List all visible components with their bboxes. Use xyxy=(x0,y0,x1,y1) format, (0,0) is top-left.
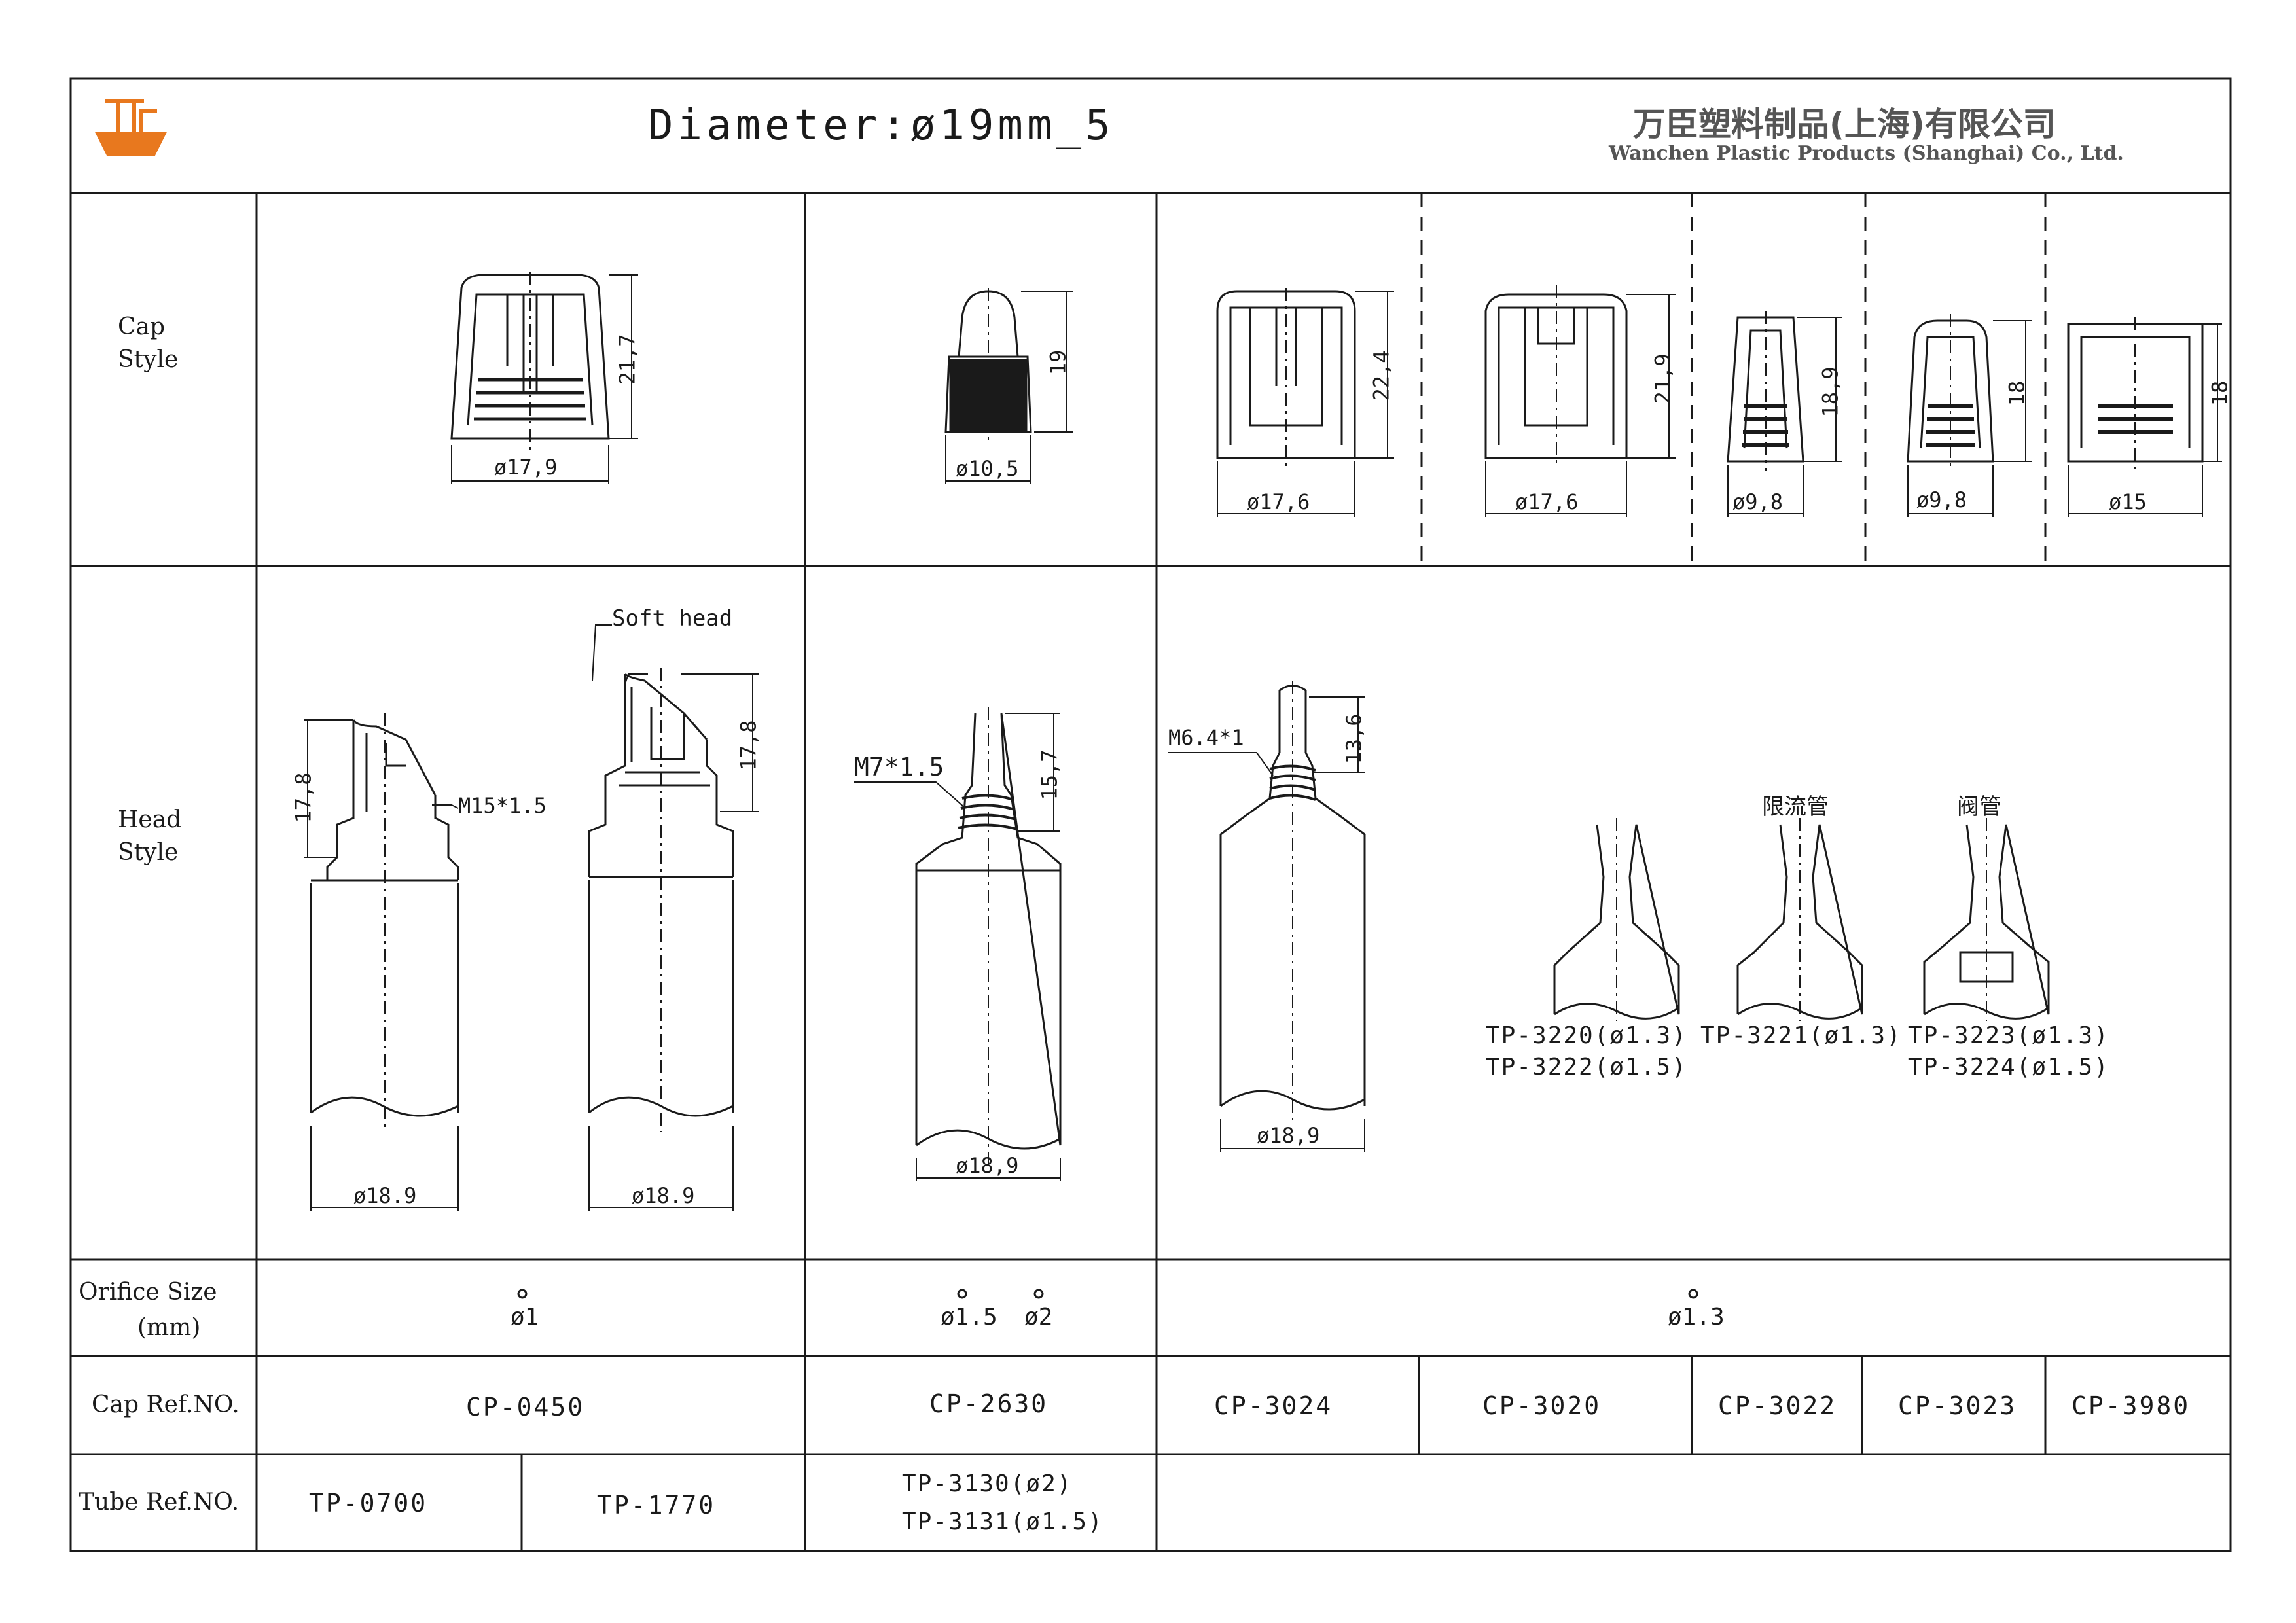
row-label-tube-ref: Tube Ref.NO. xyxy=(79,1489,240,1516)
company-name-cn: 万臣塑料制品(上海)有限公司 xyxy=(1633,105,2056,143)
tp-label-3224: TP-3224(ø1.5) xyxy=(1908,1054,2109,1080)
tube-ref-1770: TP-1770 xyxy=(597,1491,716,1520)
row-label-orifice-1: Orifice Size xyxy=(79,1279,217,1306)
dim-cap6-dia: ø9,8 xyxy=(1916,488,1967,512)
row-label-orifice-2: (mm) xyxy=(137,1314,201,1341)
cap-drawings xyxy=(450,272,2222,517)
page-title: Diameter:ø19mm_5 xyxy=(648,101,1115,150)
dim-head3-thread: M7*1.5 xyxy=(854,753,944,781)
company-name-en: Wanchen Plastic Products (Shanghai) Co.,… xyxy=(1609,142,2124,165)
orifice-col2b: ø2 xyxy=(1024,1304,1053,1330)
tp-label-3220: TP-3220(ø1.3) xyxy=(1486,1022,1687,1049)
tp-label-3223: TP-3223(ø1.3) xyxy=(1908,1022,2109,1049)
dim-cap2-height: 19 xyxy=(1045,349,1071,376)
cap-ref-2: CP-3024 xyxy=(1214,1391,1333,1420)
tp-label-3222: TP-3222(ø1.5) xyxy=(1486,1054,1687,1080)
tp-3221-drawing xyxy=(1736,818,1863,1021)
orifice-col1: ø1 xyxy=(511,1304,539,1330)
tube-ref-3130: TP-3130(ø2) xyxy=(902,1471,1073,1497)
company-logo xyxy=(95,99,167,156)
dim-cap5-height: 18,9 xyxy=(1818,366,1843,418)
dim-cap3-dia: ø17,6 xyxy=(1247,490,1310,514)
tp-3223-drawing xyxy=(1923,818,2050,1021)
tp-label-3221: TP-3221(ø1.3) xyxy=(1700,1022,1902,1049)
row-label-cap-style-1: Cap xyxy=(118,313,166,340)
dim-head4-dia: ø18,9 xyxy=(1257,1123,1320,1148)
tp-3220-drawing xyxy=(1553,818,1680,1021)
dim-head2-dia: ø18.9 xyxy=(632,1183,695,1208)
label-valve: 阀管 xyxy=(1957,794,2001,820)
tube-ref-3131: TP-3131(ø1.5) xyxy=(902,1508,1103,1535)
dim-cap1-height: 21,7 xyxy=(615,334,640,385)
cap-ref-4: CP-3022 xyxy=(1718,1391,1837,1420)
dim-head1-height: 17,8 xyxy=(291,772,316,823)
dim-head4-height: 13,6 xyxy=(1341,713,1367,764)
cap-ref-3: CP-3020 xyxy=(1482,1391,1602,1420)
dim-cap4-height: 21,9 xyxy=(1650,353,1676,404)
row-label-cap-ref: Cap Ref.NO. xyxy=(92,1391,240,1418)
dim-cap6-height: 18 xyxy=(2004,380,2030,406)
head-drawings xyxy=(304,624,2050,1211)
dim-head3-height: 15,7 xyxy=(1037,749,1062,800)
dim-cap7-height: 18 xyxy=(2207,380,2233,406)
tube-ref-0700: TP-0700 xyxy=(309,1489,428,1518)
dim-cap5-dia: ø9,8 xyxy=(1732,490,1784,514)
dim-cap4-dia: ø17,6 xyxy=(1515,490,1579,514)
row-label-head-style-2: Style xyxy=(118,839,179,866)
label-soft-head: Soft head xyxy=(612,605,733,632)
dim-cap2-dia: ø10,5 xyxy=(956,456,1019,481)
cap-ref-1: CP-2630 xyxy=(929,1389,1049,1418)
dim-head1-thread: M15*1.5 xyxy=(458,793,547,818)
dim-cap1-dia: ø17,9 xyxy=(494,455,558,480)
label-restrictor: 限流管 xyxy=(1762,794,1829,820)
cap-ref-6: CP-3980 xyxy=(2072,1391,2191,1420)
dim-cap7-dia: ø15 xyxy=(2109,490,2147,514)
dim-cap3-height: 22,4 xyxy=(1369,350,1394,401)
orifice-col2a: ø1.5 xyxy=(941,1304,997,1330)
table-border xyxy=(69,77,2232,1552)
dim-head1-dia: ø18.9 xyxy=(353,1183,417,1208)
row-label-cap-style-2: Style xyxy=(118,346,179,373)
dim-head4-dia-a: ø18,9 xyxy=(956,1153,1019,1178)
cap-ref-0: CP-0450 xyxy=(466,1393,585,1421)
row-label-head-style-1: Head xyxy=(118,806,182,833)
cap-ref-5: CP-3023 xyxy=(1898,1391,2017,1420)
dim-head2-height: 17,8 xyxy=(736,720,761,771)
dim-head4-thread: M6.4*1 xyxy=(1168,725,1244,750)
orifice-col3: ø1.3 xyxy=(1668,1304,1725,1330)
